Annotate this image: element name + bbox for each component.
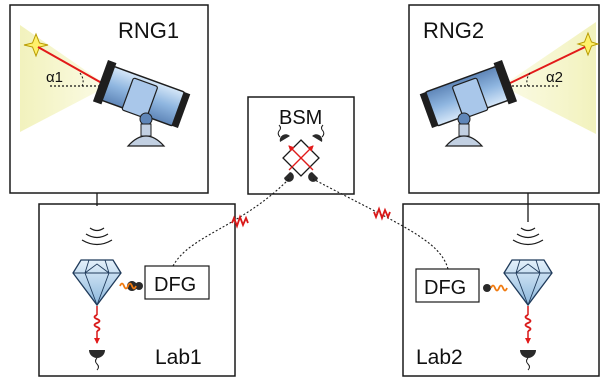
detector-icon	[89, 350, 105, 358]
dfg-left-label: DFG	[154, 274, 196, 296]
telescope-icon	[419, 60, 518, 129]
dfg-box	[415, 268, 480, 303]
photon-wavepacket-icon	[93, 314, 101, 332]
detector-icon	[277, 124, 325, 142]
detector-icon	[520, 350, 536, 358]
lab2-panel: Lab2 DFG	[312, 178, 600, 377]
starlight-ray	[503, 46, 586, 87]
bsm-label: BSM	[279, 107, 322, 129]
beam-splitter-icon	[282, 139, 320, 177]
fiber-link-left	[172, 178, 290, 267]
telescope-icon	[92, 59, 191, 129]
bsm-panel: BSM	[247, 96, 355, 195]
dfg-right-label: DFG	[424, 277, 466, 299]
photon-wavepacket-icon	[490, 284, 508, 292]
rng2-label: RNG2	[423, 18, 484, 43]
telescope-mount	[444, 112, 484, 147]
dfg-box	[144, 265, 210, 300]
fiber-link-right	[312, 178, 449, 270]
starlight-ray	[37, 46, 108, 87]
antenna-icon	[512, 227, 544, 246]
photon-wavepacket-icon	[524, 314, 532, 332]
crystal-icon	[503, 259, 553, 307]
fiber-connector	[135, 282, 143, 290]
fiber-connector	[284, 172, 294, 182]
fiber-connector	[483, 284, 491, 292]
fiber-connector	[308, 172, 318, 182]
rng1-panel: RNG1 α1	[9, 4, 209, 194]
rng1-label: RNG1	[118, 18, 179, 43]
photon-wavepacket-icon	[373, 206, 391, 221]
photon-wavepacket-icon	[119, 282, 137, 290]
lab1-panel: Lab1 DFG	[38, 178, 290, 377]
photon-wavepacket-icon	[231, 214, 249, 229]
antenna-icon	[81, 227, 113, 246]
light-cone	[20, 25, 108, 132]
alpha2-label: α2	[546, 69, 563, 86]
rng2-panel: RNG2 α2	[408, 4, 600, 194]
telescope-mount	[126, 112, 166, 147]
star-icon	[23, 32, 49, 58]
crystal-icon	[72, 259, 122, 307]
star-icon	[576, 31, 600, 57]
lab1-label: Lab1	[155, 346, 202, 369]
alpha1-label: α1	[46, 69, 63, 86]
light-cone	[502, 22, 596, 134]
lab2-label: Lab2	[416, 346, 463, 369]
